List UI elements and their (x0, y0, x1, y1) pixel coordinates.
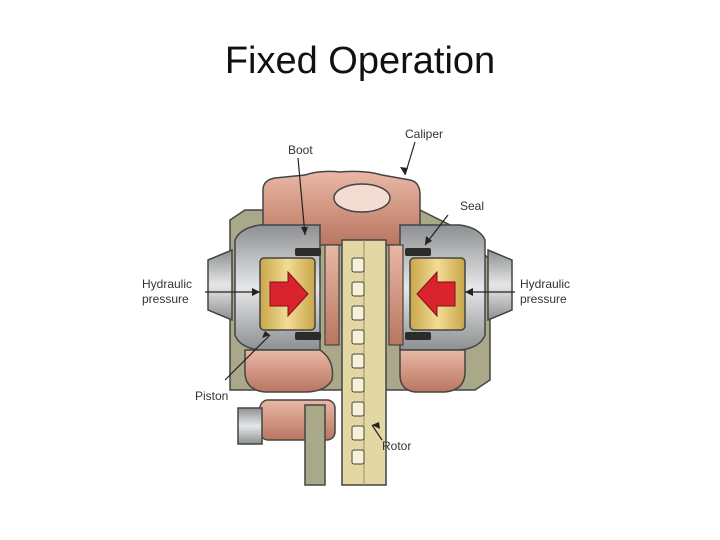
label-hydraulic-right-1: Hydraulic (520, 277, 570, 291)
label-seal: Seal (460, 199, 484, 213)
right-pressure-arrow (416, 270, 456, 318)
right-seal (405, 248, 431, 340)
label-piston: Piston (195, 389, 228, 403)
brake-caliper-diagram: Caliper Boot Seal Hydraulic pressure Hyd… (142, 127, 570, 486)
mount-arm (304, 404, 326, 486)
leader-arrowheads (252, 167, 473, 429)
label-caliper: Caliper (405, 127, 443, 141)
label-rotor: Rotor (382, 439, 411, 453)
left-boot (295, 248, 321, 340)
slide-title: Fixed Operation (224, 40, 496, 82)
right-lower-leg (399, 349, 466, 393)
left-pressure-arrow (269, 270, 309, 318)
label-hydraulic-right-2: pressure (520, 292, 567, 306)
label-hydraulic-left-2: pressure (142, 292, 189, 306)
left-pad (324, 244, 340, 346)
caliper-bore (333, 183, 391, 213)
label-boot: Boot (288, 143, 313, 157)
right-pad (388, 244, 404, 346)
left-lower-leg (244, 349, 334, 393)
label-hydraulic-left-1: Hydraulic (142, 277, 192, 291)
left-lobe (207, 248, 233, 322)
right-lobe (487, 248, 513, 322)
mount-bolt-head (237, 407, 263, 445)
rotor-slots (351, 257, 365, 465)
